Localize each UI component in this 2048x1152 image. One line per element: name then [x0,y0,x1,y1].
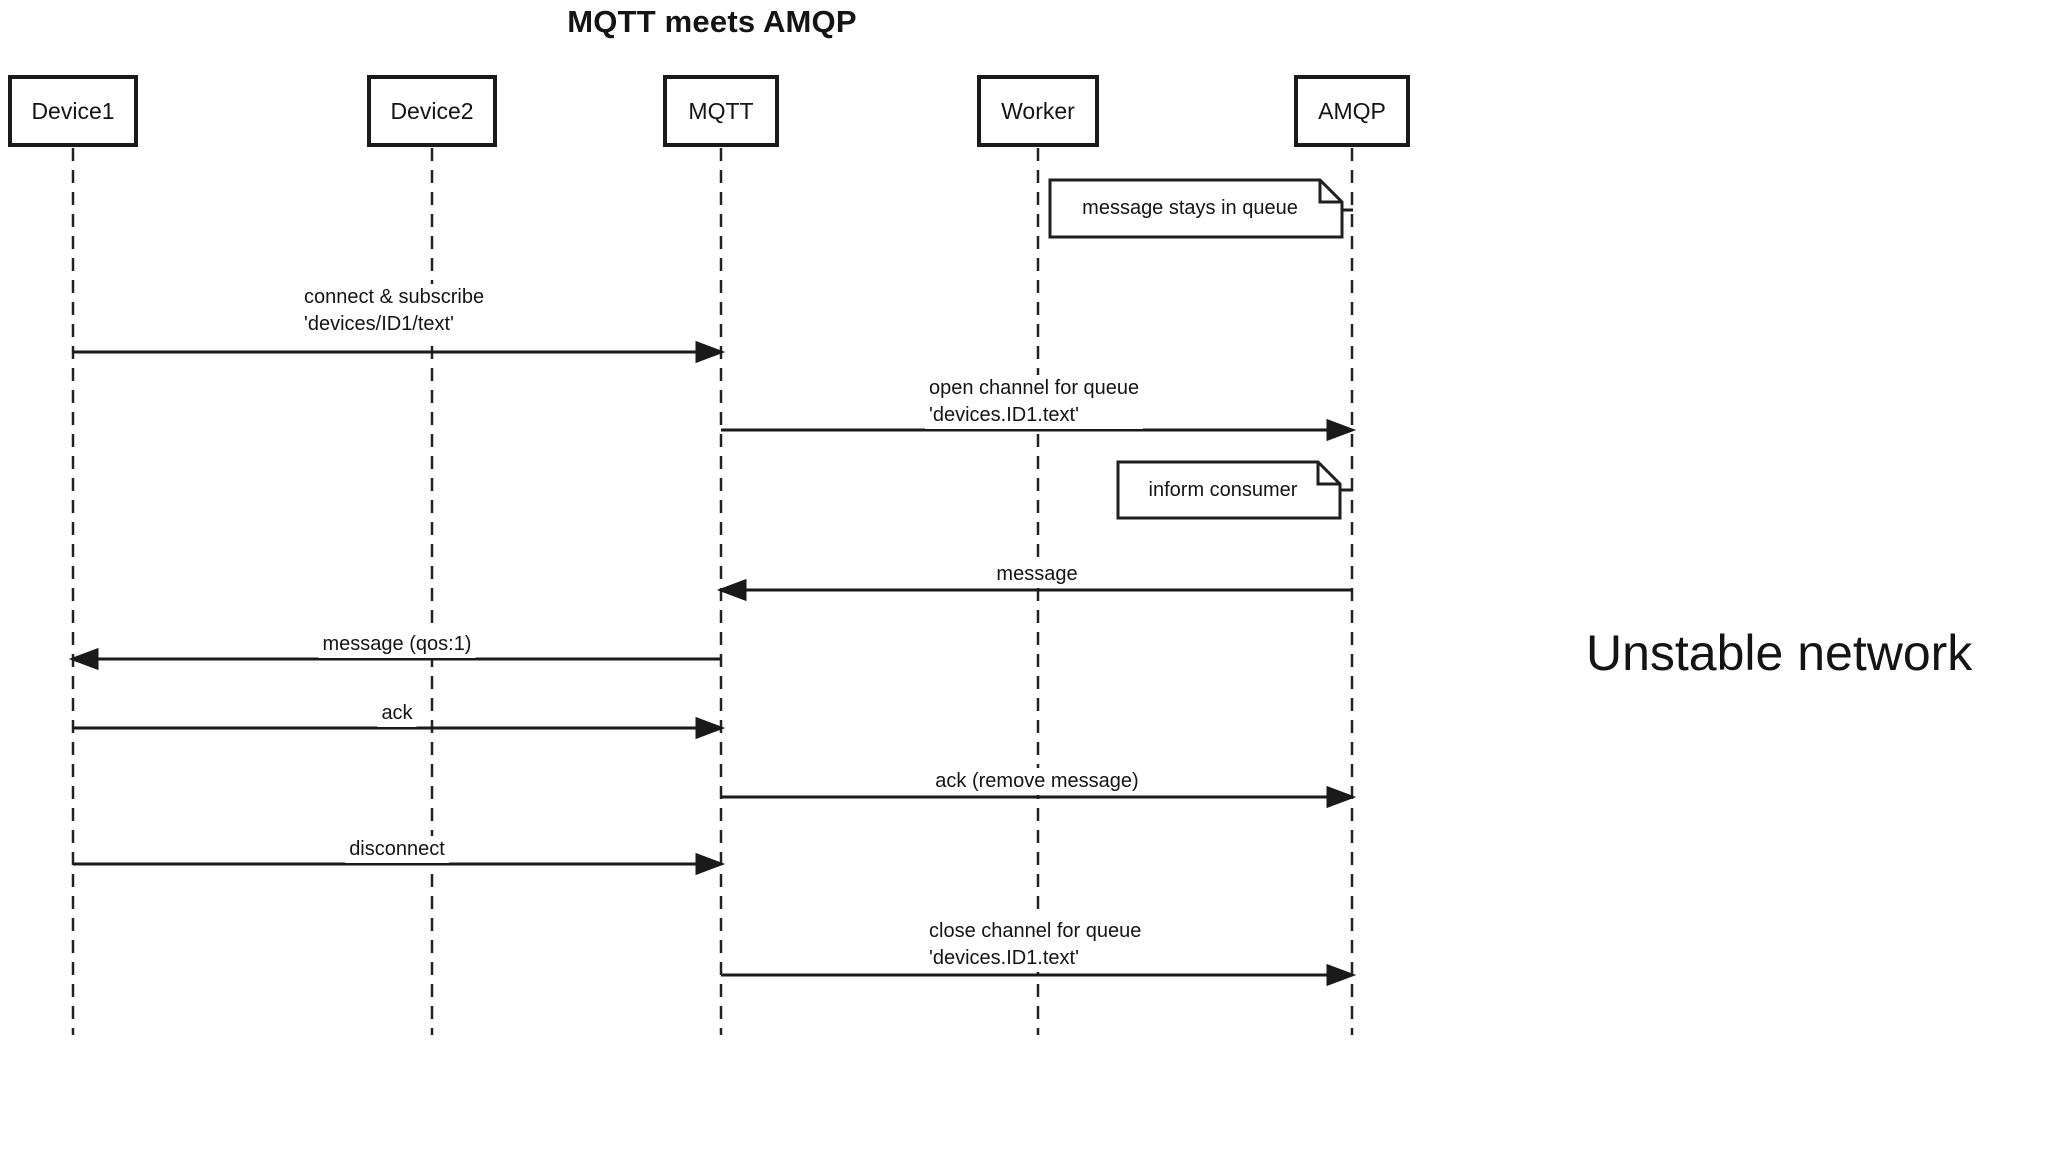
actor-amqp: AMQP [1294,75,1410,147]
arrowhead-right-icon [695,340,726,364]
arrowhead-right-icon [1326,785,1357,809]
note-fold-icon [1318,180,1342,204]
message-label-ack: ack [377,700,417,727]
arrowhead-right-icon [695,716,726,740]
message-label-open-channel: open channel for queue 'devices.ID1.text… [925,375,1144,429]
message-label-message: message [992,561,1082,588]
message-line: 'devices.ID1.text' [929,404,1079,426]
actor-device1: Device1 [8,75,138,147]
note-inform-consumer: inform consumer [1148,478,1298,501]
actor-device2: Device2 [367,75,497,147]
actor-mqtt: MQTT [663,75,779,147]
note-shape-inform-consumer [1116,460,1342,520]
message-label-close-channel: close channel for queue 'devices.ID1.tex… [925,918,1146,972]
arrowhead-right-icon [1326,963,1357,987]
message-line: connect & subscribe [304,286,485,308]
actor-device1-label: Device1 [31,97,115,124]
message-label-connect-subscribe: connect & subscribe 'devices/ID1/text' [300,284,489,338]
note-message-stays-in-queue: message stays in queue [1082,197,1298,219]
message-line: 'devices.ID1.text' [929,947,1079,969]
arrowhead-right-icon [1326,418,1357,442]
message-label-disconnect: disconnect [345,836,449,863]
note-shape-message-stays-in-queue [1048,178,1344,239]
actor-mqtt-label: MQTT [688,97,754,124]
unstable-network-annotation: Unstable network [1586,625,1973,681]
actor-device2-label: Device2 [390,97,474,124]
note-fold-icon [1316,462,1340,486]
arrowhead-left-icon [68,647,99,671]
message-line: 'devices/ID1/text' [304,313,454,335]
message-line: open channel for queue [929,377,1140,399]
actor-worker-label: Worker [1001,97,1075,124]
arrowhead-right-icon [695,852,726,876]
message-label-ack-remove: ack (remove message) [931,768,1143,795]
actor-amqp-label: AMQP [1318,97,1386,124]
diagram-title: MQTT meets AMQP [567,4,857,39]
arrowhead-left-icon [716,578,747,602]
message-line: close channel for queue [929,920,1142,942]
actor-worker: Worker [977,75,1099,147]
message-label-message-qos1: message (qos:1) [318,631,476,658]
